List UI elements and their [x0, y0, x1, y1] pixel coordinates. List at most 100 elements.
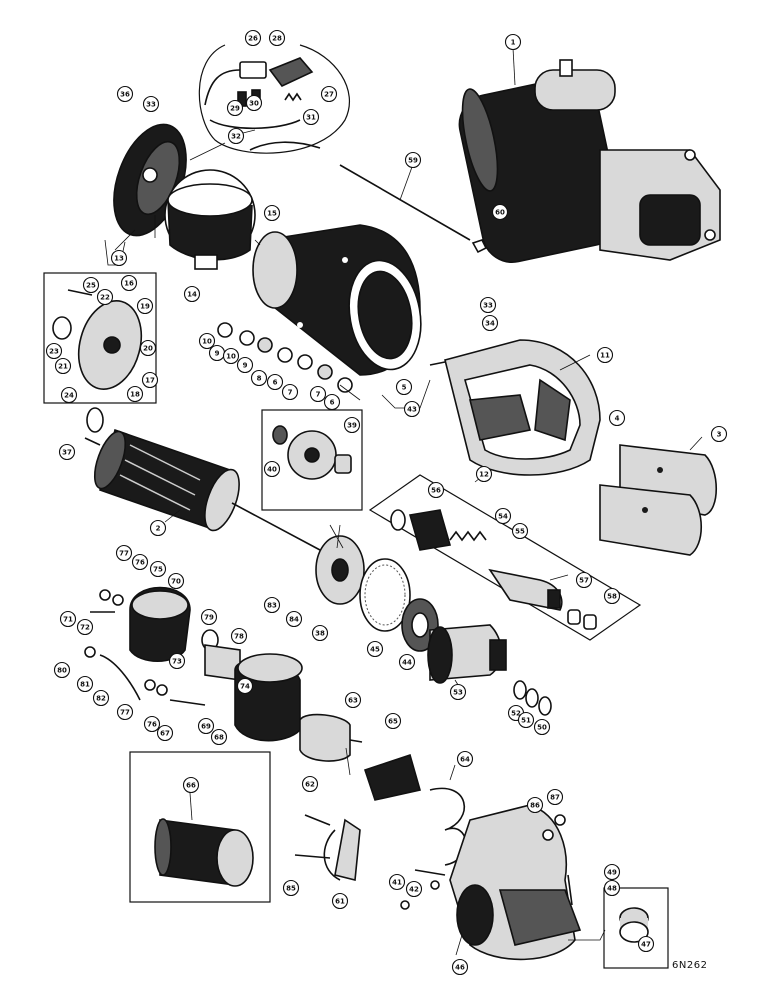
- callout-37: 37: [58, 443, 76, 461]
- callout-number: 76: [147, 721, 157, 729]
- callout-number: 60: [495, 209, 505, 217]
- callout-25: 25: [82, 276, 100, 294]
- callout-20: 20: [139, 339, 157, 357]
- callout-circle: [343, 416, 361, 434]
- callout-33: 33: [142, 95, 160, 113]
- callout-55: 55: [511, 522, 529, 540]
- callout-circle: [491, 203, 509, 221]
- callout-7: 7: [281, 383, 299, 401]
- callout-10: 10: [198, 332, 216, 350]
- callout-circle: [301, 775, 319, 793]
- callout-85: 85: [282, 879, 300, 897]
- callout-circle: [311, 624, 329, 642]
- callout-circle: [183, 285, 201, 303]
- callout-77: 77: [115, 544, 133, 562]
- callout-circle: [198, 332, 216, 350]
- callout-83: 83: [263, 596, 281, 614]
- callout-number: 34: [485, 320, 495, 328]
- callout-number: 59: [408, 157, 418, 165]
- drive-assembly: [427, 624, 552, 716]
- callout-12: 12: [475, 465, 493, 483]
- callout-circle: [59, 610, 77, 628]
- callout-circle: [136, 297, 154, 315]
- callout-circle: [427, 481, 445, 499]
- callout-68: 68: [210, 728, 228, 746]
- callout-number: 73: [172, 658, 182, 666]
- callout-number: 8: [257, 375, 262, 383]
- callout-number: 30: [249, 100, 259, 108]
- callout-47: 47: [637, 935, 655, 953]
- callout-circle: [494, 507, 512, 525]
- callout-number: 79: [204, 614, 214, 622]
- callout-34: 34: [481, 314, 499, 332]
- callout-56: 56: [427, 481, 445, 499]
- callout-15: 15: [263, 204, 281, 222]
- callout-circle: [281, 383, 299, 401]
- callout-circle: [366, 640, 384, 658]
- drawing-code: 6N262: [672, 960, 708, 971]
- callout-circle: [526, 796, 544, 814]
- callout-number: 23: [49, 348, 59, 356]
- callout-number: 61: [335, 898, 345, 906]
- callout-number: 27: [324, 91, 334, 99]
- callout-59: 59: [404, 151, 422, 169]
- callout-23: 23: [45, 342, 63, 360]
- callout-60: 60: [491, 203, 509, 221]
- callout-circle: [210, 728, 228, 746]
- callout-14: 14: [183, 285, 201, 303]
- callout-number: 19: [140, 303, 150, 311]
- callout-17: 17: [141, 371, 159, 389]
- callout-number: 63: [348, 697, 358, 705]
- callout-number: 71: [63, 616, 73, 624]
- callout-18: 18: [126, 385, 144, 403]
- callout-number: 13: [114, 255, 124, 263]
- callout-circle: [149, 560, 167, 578]
- callout-number: 5: [402, 384, 407, 392]
- callout-number: 9: [243, 362, 248, 370]
- drive-parts-inset: [368, 474, 642, 641]
- callout-circle: [236, 356, 254, 374]
- callout-circle: [323, 393, 341, 411]
- callout-circle: [603, 879, 621, 897]
- callout-circle: [266, 373, 284, 391]
- callout-number: 6: [273, 379, 278, 387]
- callout-circle: [226, 99, 244, 117]
- callout-number: 83: [267, 602, 277, 610]
- callout-circle: [475, 465, 493, 483]
- callout-circle: [116, 703, 134, 721]
- callout-number: 66: [186, 782, 196, 790]
- callout-number: 2: [156, 525, 161, 533]
- callout-circle: [456, 750, 474, 768]
- callout-circle: [320, 85, 338, 103]
- callout-number: 85: [286, 885, 296, 893]
- terminal-hardware: [217, 322, 353, 393]
- callout-41: 41: [388, 873, 406, 891]
- callout-circle: [533, 718, 551, 736]
- callout-circle: [282, 879, 300, 897]
- callout-circle: [60, 386, 78, 404]
- callout-circle: [200, 608, 218, 626]
- center-bearing-plate: [315, 535, 439, 652]
- assembled-starter-motor: [458, 59, 721, 263]
- shift-mechanism: [294, 753, 467, 882]
- callout-circle: [302, 108, 320, 126]
- callout-16: 16: [120, 274, 138, 292]
- callout-number: 4: [615, 415, 620, 423]
- callout-number: 84: [289, 616, 299, 624]
- callout-number: 57: [579, 577, 589, 585]
- callout-8: 8: [250, 369, 268, 387]
- callout-number: 50: [537, 724, 547, 732]
- callout-44: 44: [398, 653, 416, 671]
- callout-circle: [268, 29, 286, 47]
- callout-29: 29: [226, 99, 244, 117]
- callout-circle: [76, 675, 94, 693]
- callout-84: 84: [285, 610, 303, 628]
- callout-circle: [76, 618, 94, 636]
- callout-circle: [517, 711, 535, 729]
- callout-63: 63: [344, 691, 362, 709]
- callout-39: 39: [343, 416, 361, 434]
- callout-number: 68: [214, 734, 224, 742]
- callout-circle: [263, 460, 281, 478]
- callout-circle: [126, 385, 144, 403]
- callout-3: 3: [710, 425, 728, 443]
